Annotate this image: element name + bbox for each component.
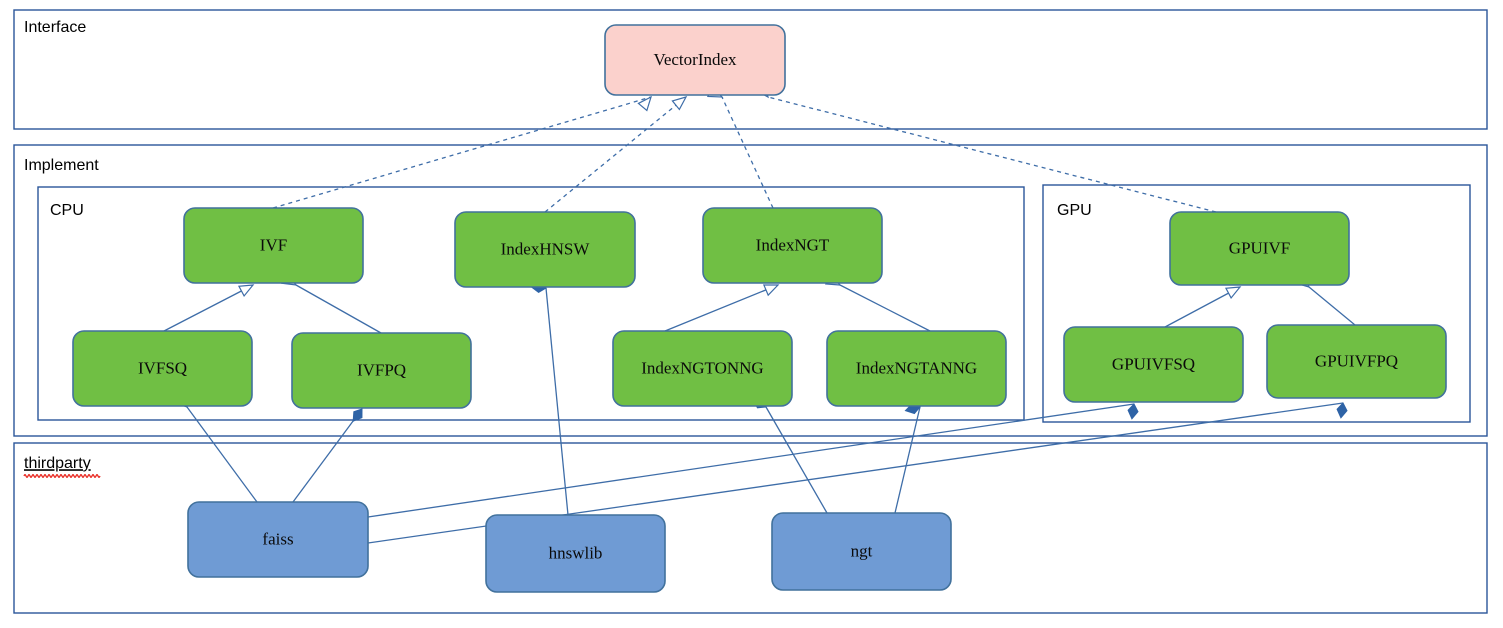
class-label-ivf: IVF bbox=[260, 235, 287, 254]
edge-e-ngtonng-ngt bbox=[664, 284, 780, 332]
edge-line-e-ngtonng-ngt bbox=[664, 284, 779, 332]
class-box-gpuivfpq[interactable] bbox=[1266, 324, 1447, 399]
class-node-ivf[interactable]: IVF bbox=[183, 207, 364, 284]
class-node-gpuivfpq[interactable]: GPUIVFPQ bbox=[1266, 324, 1447, 399]
class-node-ivfpq[interactable]: IVFPQ bbox=[291, 332, 472, 409]
class-box-vectorindex[interactable] bbox=[604, 24, 786, 96]
arrowhead-hollow-triangle-e-ngtonng-ngt bbox=[762, 284, 780, 297]
class-box-ivfsq[interactable] bbox=[72, 330, 253, 407]
group-label-thirdparty: thirdparty bbox=[24, 455, 91, 472]
class-label-indexhnsw: IndexHNSW bbox=[501, 239, 591, 258]
class-box-indexngtonng[interactable] bbox=[612, 330, 793, 407]
group-label-cpu: CPU bbox=[50, 202, 84, 219]
class-box-faiss[interactable] bbox=[187, 501, 369, 578]
edge-e-faiss-ivfpq bbox=[292, 408, 363, 503]
edge-line-e-ivfsq-ivf bbox=[163, 284, 254, 332]
class-node-indexngt[interactable]: IndexNGT bbox=[702, 207, 883, 284]
edge-e-gpusq-gpuivf bbox=[1164, 286, 1242, 328]
class-label-gpuivfpq: GPUIVFPQ bbox=[1315, 351, 1398, 370]
class-label-ivfpq: IVFPQ bbox=[357, 360, 406, 379]
arrowhead-filled-diamond-e-faiss-ivfpq bbox=[352, 408, 363, 422]
class-label-hnswlib: hnswlib bbox=[549, 543, 603, 562]
class-label-gpuivf: GPUIVF bbox=[1229, 238, 1290, 257]
class-box-ivfpq[interactable] bbox=[291, 332, 472, 409]
edge-line-e-gpuivf-vi bbox=[767, 96, 1217, 213]
class-box-gpuivfsq[interactable] bbox=[1063, 326, 1244, 403]
group-label-implement: Implement bbox=[24, 157, 99, 174]
edge-line-e-hnsw-vi bbox=[544, 96, 687, 213]
edge-e-hnsw-vi bbox=[544, 96, 688, 213]
edge-e-ivfsq-ivf bbox=[163, 284, 255, 332]
edge-line-e-faiss-gpusq bbox=[367, 403, 1135, 518]
edge-line-e-ngt-ngtonng bbox=[765, 406, 828, 514]
spellcheck-squiggle-thirdparty bbox=[23, 474, 101, 478]
class-node-indexngtonng[interactable]: IndexNGTONNG bbox=[612, 330, 793, 407]
class-label-indexngtanng: IndexNGTANNG bbox=[856, 358, 977, 377]
class-node-gpuivfsq[interactable]: GPUIVFSQ bbox=[1063, 326, 1244, 403]
arrowhead-hollow-triangle-e-hnsw-vi bbox=[671, 96, 688, 111]
class-node-faiss[interactable]: faiss bbox=[187, 501, 369, 578]
class-node-indexhnsw[interactable]: IndexHNSW bbox=[454, 211, 636, 288]
class-node-hnswlib[interactable]: hnswlib bbox=[485, 514, 666, 593]
class-box-ivf[interactable] bbox=[183, 207, 364, 284]
arrowhead-hollow-triangle-e-ivf-vi bbox=[637, 95, 652, 112]
edge-line-e-gpupq-gpuivf bbox=[1308, 286, 1356, 326]
class-box-hnswlib[interactable] bbox=[485, 514, 666, 593]
class-node-indexngtanng[interactable]: IndexNGTANNG bbox=[826, 330, 1007, 407]
class-label-ivfsq: IVFSQ bbox=[138, 358, 187, 377]
group-label-gpu: GPU bbox=[1057, 202, 1092, 219]
arrowhead-hollow-triangle-e-ivfsq-ivf bbox=[237, 284, 255, 298]
class-box-indexngtanng[interactable] bbox=[826, 330, 1007, 407]
edge-line-e-ivfpq-ivf bbox=[295, 284, 382, 334]
edge-line-e-ngtanng-ngt bbox=[839, 284, 931, 332]
arrowhead-hollow-triangle-e-gpusq-gpuivf bbox=[1224, 286, 1242, 300]
class-label-indexngtonng: IndexNGTONNG bbox=[641, 358, 763, 377]
edge-line-e-gpusq-gpuivf bbox=[1164, 286, 1241, 328]
class-label-ngt: ngt bbox=[851, 541, 873, 560]
group-label-interface: Interface bbox=[24, 19, 86, 36]
edge-line-e-faiss-ivfsq bbox=[186, 406, 258, 503]
edge-e-ivf-vi bbox=[272, 95, 652, 209]
class-node-ivfsq[interactable]: IVFSQ bbox=[72, 330, 253, 407]
class-box-indexngt[interactable] bbox=[702, 207, 883, 284]
class-node-vectorindex[interactable]: VectorIndex bbox=[604, 24, 786, 96]
class-node-gpuivf[interactable]: GPUIVF bbox=[1169, 211, 1350, 286]
class-label-vectorindex: VectorIndex bbox=[653, 50, 737, 69]
class-box-gpuivf[interactable] bbox=[1169, 211, 1350, 286]
arrowhead-filled-diamond-e-faiss-gpupq bbox=[1336, 402, 1348, 419]
edge-line-e-faiss-ivfpq bbox=[292, 408, 363, 503]
class-label-gpuivfsq: GPUIVFSQ bbox=[1112, 354, 1195, 373]
edge-line-e-ivf-vi bbox=[272, 96, 652, 209]
class-label-faiss: faiss bbox=[262, 529, 293, 548]
edge-e-faiss-gpusq bbox=[367, 403, 1139, 518]
edge-line-e-hnswlib-hnsw bbox=[545, 287, 569, 516]
class-box-indexhnsw[interactable] bbox=[454, 211, 636, 288]
class-node-ngt[interactable]: ngt bbox=[771, 512, 952, 591]
edge-line-e-ngt-ngtanng bbox=[894, 406, 921, 514]
class-label-indexngt: IndexNGT bbox=[756, 235, 830, 254]
arrowhead-filled-diamond-e-faiss-gpusq bbox=[1127, 403, 1139, 420]
class-box-ngt[interactable] bbox=[771, 512, 952, 591]
